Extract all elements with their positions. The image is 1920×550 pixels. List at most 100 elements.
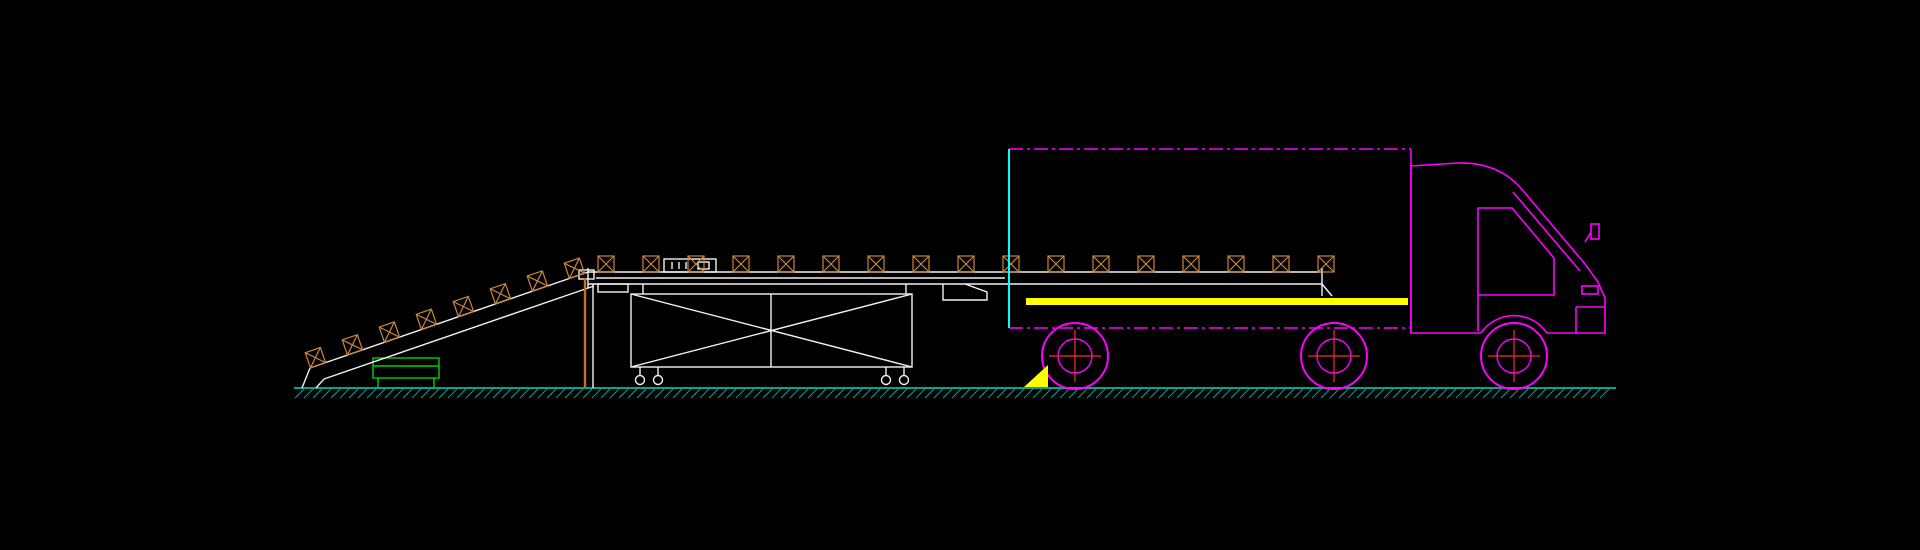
package-box [687, 255, 705, 273]
hatch-tick [402, 388, 413, 399]
hatch-tick [780, 388, 791, 399]
hatch-tick [1050, 388, 1061, 399]
hatch-tick [708, 388, 719, 399]
hatch-tick [1266, 388, 1277, 399]
hatch-tick [1446, 388, 1457, 399]
hatch-tick [1077, 388, 1088, 399]
caster-wheel [652, 374, 664, 386]
hatch-tick [411, 388, 422, 399]
hatch-tick [1320, 388, 1331, 399]
hatch-tick [501, 388, 512, 399]
hatch-tick [537, 388, 548, 399]
package-box [957, 255, 975, 273]
hatch-tick [663, 388, 674, 399]
hatch-tick [1527, 388, 1538, 399]
incline-tail-leg [315, 378, 325, 389]
hatch-tick [546, 388, 557, 399]
package-box [732, 255, 750, 273]
hatch-tick [942, 388, 953, 399]
hatch-tick [888, 388, 899, 399]
hatch-tick [978, 388, 989, 399]
hatch-tick [600, 388, 611, 399]
hatch-tick [1230, 388, 1241, 399]
hatch-tick [573, 388, 584, 399]
hatch-tick [1311, 388, 1322, 399]
hatch-tick [555, 388, 566, 399]
hatch-tick [483, 388, 494, 399]
tire [1300, 322, 1368, 390]
hatch-tick [735, 388, 746, 399]
hatch-tick [753, 388, 764, 399]
packages-horizontal [597, 255, 1335, 273]
ground-hatch [294, 388, 1610, 399]
hatch-tick [1086, 388, 1097, 399]
hatch-tick [906, 388, 917, 399]
hatch-tick [1068, 388, 1079, 399]
hatch-tick [1545, 388, 1556, 399]
hatch-tick [1302, 388, 1313, 399]
hatch-tick [987, 388, 998, 399]
hatch-tick [384, 388, 395, 399]
hatch-tick [852, 388, 863, 399]
hatch-tick [1482, 388, 1493, 399]
hatch-tick [1347, 388, 1358, 399]
hatch-tick [654, 388, 665, 399]
package-box [1047, 255, 1065, 273]
package-box [415, 308, 438, 331]
package-box [822, 255, 840, 273]
hatch-tick [1149, 388, 1160, 399]
hatch-tick [681, 388, 692, 399]
hatch-tick [1581, 388, 1592, 399]
hatch-tick [1275, 388, 1286, 399]
hatch-tick [564, 388, 575, 399]
hatch-tick [510, 388, 521, 399]
hatch-tick [726, 388, 737, 399]
hatch-tick [429, 388, 440, 399]
packages-incline [304, 257, 586, 369]
boom-bracket [597, 283, 629, 293]
hatch-tick [1509, 388, 1520, 399]
hatch-tick [960, 388, 971, 399]
hatch-tick [1536, 388, 1547, 399]
hatch-tick [393, 388, 404, 399]
hatch-tick [1563, 388, 1574, 399]
mirror [1590, 223, 1600, 240]
package-box [1182, 255, 1200, 273]
package-box [563, 257, 586, 280]
hatch-tick [375, 388, 386, 399]
package-box [867, 255, 885, 273]
hatch-tick [1356, 388, 1367, 399]
hatch-tick [1239, 388, 1250, 399]
hatch-tick [1401, 388, 1412, 399]
hatch-tick [1437, 388, 1448, 399]
hatch-tick [807, 388, 818, 399]
hatch-tick [1293, 388, 1304, 399]
hatch-tick [357, 388, 368, 399]
hatch-tick [1419, 388, 1430, 399]
hatch-tick [582, 388, 593, 399]
hatch-tick [1572, 388, 1583, 399]
hatch-tick [1221, 388, 1232, 399]
hatch-tick [645, 388, 656, 399]
cab-side-window [1477, 207, 1555, 296]
hatch-tick [744, 388, 755, 399]
hatch-tick [1599, 388, 1610, 399]
hatch-tick [330, 388, 341, 399]
caster-wheel [880, 374, 892, 386]
hatch-tick [1392, 388, 1403, 399]
hatch-tick [825, 388, 836, 399]
hatch-tick [1158, 388, 1169, 399]
boom-tip-chute [1321, 283, 1333, 297]
hatch-tick [366, 388, 377, 399]
caster-wheel [898, 374, 910, 386]
package-box [489, 282, 512, 305]
hatch-tick [1257, 388, 1268, 399]
tire [1480, 322, 1548, 390]
wheel-center-marks [1049, 330, 1540, 382]
hatch-tick [1032, 388, 1043, 399]
hatch-tick [798, 388, 809, 399]
hatch-tick [1383, 388, 1394, 399]
hatch-tick [996, 388, 1007, 399]
hatch-tick [843, 388, 854, 399]
hatch-tick [1185, 388, 1196, 399]
